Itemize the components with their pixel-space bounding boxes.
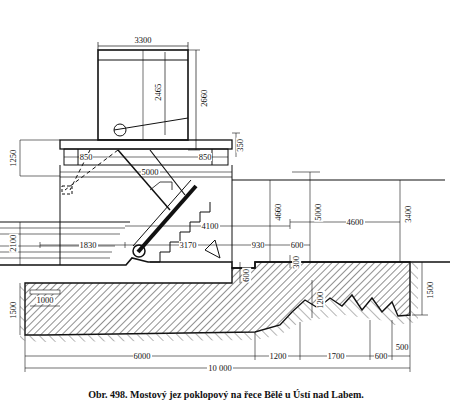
dimension-label: 1500	[9, 301, 18, 320]
dimension-label: 4660	[274, 203, 283, 222]
dimension-label: 1500	[426, 281, 435, 300]
dimension-label: 350	[236, 138, 245, 153]
dimension-label: 4600	[346, 218, 365, 227]
pier-frame	[0, 165, 445, 265]
figure-caption: Obr. 498. Mostový jez poklopový na řece …	[88, 389, 364, 400]
dimension-label: 600	[242, 268, 251, 283]
dimension-label: 1000	[36, 296, 55, 305]
dimension-label: 5000	[314, 203, 323, 222]
dimension-label: 1700	[327, 352, 346, 361]
dimension-label: 3170	[179, 241, 198, 250]
drain	[30, 290, 60, 294]
dimension-label: 1200	[269, 352, 288, 361]
dimension-label: 10 000	[207, 364, 232, 373]
dimension-label: 3300	[134, 36, 153, 45]
dimension-label: 2465	[154, 83, 163, 102]
dimension-label: 850	[198, 153, 213, 162]
dimension-label: 1830	[79, 241, 98, 250]
dimension-label: 6000	[133, 352, 152, 361]
dimension-label: 600	[374, 352, 389, 361]
dimension-label: 600	[290, 241, 305, 250]
dimension-label: 850	[79, 153, 94, 162]
dimension-label: 500	[395, 343, 410, 352]
dimension-label: 300	[292, 255, 301, 270]
dimension-lines	[20, 172, 428, 372]
dimension-label: 3400	[404, 205, 413, 224]
dimension-label: 1250	[9, 149, 18, 168]
bridge-deck	[20, 133, 240, 176]
dimension-label: 2660	[200, 89, 209, 108]
rock-ground	[20, 262, 418, 342]
dimension-label: 2100	[9, 234, 18, 253]
dimension-label: 930	[251, 241, 266, 250]
dimension-label: 1200	[316, 291, 325, 310]
dimension-label: 4100	[201, 222, 220, 231]
bridge-truss	[98, 42, 200, 150]
dimension-label: 5000	[141, 168, 160, 177]
